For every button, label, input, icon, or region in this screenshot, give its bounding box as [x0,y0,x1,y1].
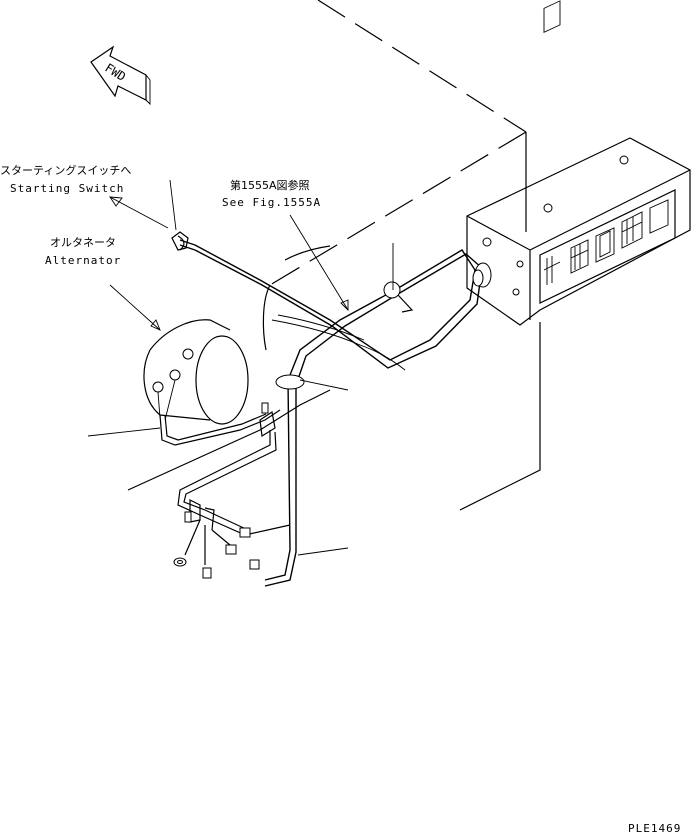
alternator-icon [143,319,249,425]
alternator-jp-label: オルタネータ [50,236,116,249]
panel-switch-icon [543,0,669,285]
fig-ref-en-label: See Fig.1555A [222,196,321,209]
cab-outline [262,0,541,511]
leader-lines [87,179,394,556]
starting-switch-jp-label: スターティングスイッチへ [0,163,131,177]
wire-harness [127,231,492,587]
fwd-arrow-icon: FWD [90,45,151,106]
alternator-en-label: Alternator [45,254,121,267]
drawing-code: PLE1469 [628,822,681,835]
connector-icon [173,402,269,579]
starting-switch-en-label: Starting Switch [10,182,124,195]
fig-ref-jp-label: 第1555A図参照 [230,178,310,192]
switch-panel [466,0,691,326]
